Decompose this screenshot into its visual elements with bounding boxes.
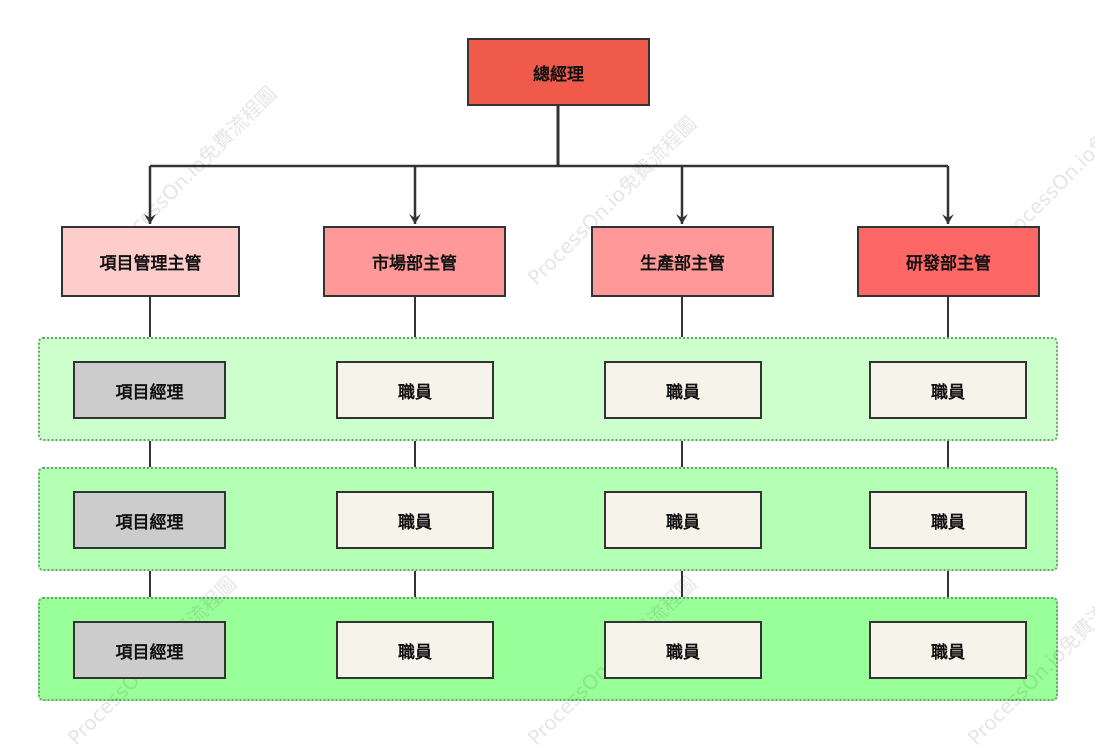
staff-node[interactable]: 職員	[604, 491, 762, 549]
staff-node[interactable]: 職員	[869, 491, 1027, 549]
staff-node[interactable]: 職員	[604, 361, 762, 419]
head-node-rnd[interactable]: 研發部主管	[857, 226, 1040, 297]
project-manager-node[interactable]: 項目經理	[73, 491, 226, 549]
staff-node[interactable]: 職員	[604, 621, 762, 679]
staff-node[interactable]: 職員	[336, 621, 494, 679]
project-manager-node[interactable]: 項目經理	[73, 621, 226, 679]
ceo-node[interactable]: 總經理	[467, 38, 650, 106]
head-node-marketing[interactable]: 市場部主管	[323, 226, 506, 297]
staff-node[interactable]: 職員	[336, 491, 494, 549]
staff-node[interactable]: 職員	[869, 361, 1027, 419]
staff-node[interactable]: 職員	[869, 621, 1027, 679]
project-manager-node[interactable]: 項目經理	[73, 361, 226, 419]
head-node-project-management[interactable]: 項目管理主管	[61, 226, 240, 297]
staff-node[interactable]: 職員	[336, 361, 494, 419]
head-node-production[interactable]: 生產部主管	[591, 226, 774, 297]
